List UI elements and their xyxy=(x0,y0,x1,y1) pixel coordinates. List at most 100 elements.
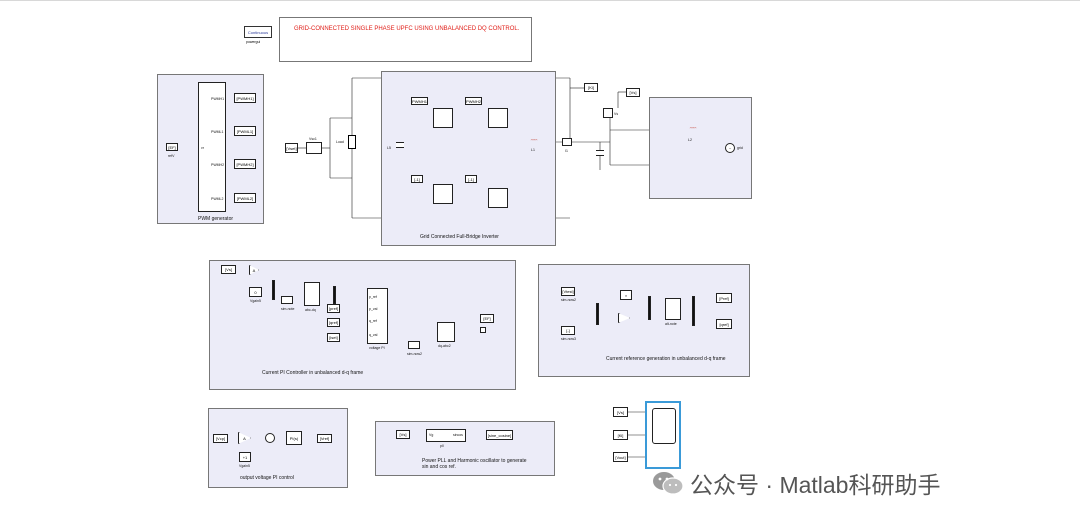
goto-pwmh2[interactable]: [PWMH2] xyxy=(234,159,256,169)
dq-abc-label: dq-abc2 xyxy=(438,344,451,348)
grid-source-icon[interactable]: ~ xyxy=(725,143,735,153)
voltage-pi-label: voltage PI xyxy=(369,346,385,350)
mosfet-lower-left-icon[interactable] xyxy=(433,184,453,204)
pi-terminator[interactable] xyxy=(480,327,486,333)
ref-neg-tag[interactable]: [-] xyxy=(561,326,575,335)
ki-tag[interactable]: [Ki] xyxy=(584,83,598,92)
ref-mux-2[interactable] xyxy=(648,296,651,320)
powergui-label: powergui xyxy=(246,40,261,44)
pi-demux[interactable] xyxy=(333,286,336,304)
ref-dq-block[interactable] xyxy=(665,298,681,320)
volt-area-label: output voltage PI control xyxy=(240,475,294,481)
pll-block[interactable]: Vg sincos xyxy=(426,429,466,442)
pi-vs-tag[interactable]: [Vs] xyxy=(221,265,236,274)
current-meter-block[interactable] xyxy=(562,138,572,146)
pwm-input-label: refV xyxy=(168,154,175,158)
pll-out-tag[interactable]: [sine_cosine] xyxy=(486,430,513,440)
volt-const-block[interactable]: +1 xyxy=(239,452,251,462)
scope-vs-tag[interactable]: [Vs] xyxy=(613,407,628,417)
pi-mux-1[interactable] xyxy=(272,280,275,300)
voltage-meter-block[interactable] xyxy=(603,108,613,118)
ref-vtest-tag[interactable]: [Vtest] xyxy=(561,287,575,296)
vs-label: Vs xyxy=(614,112,619,116)
title-annotation-box: GRID-CONNECTED SINGLE PHASE UPFC USING U… xyxy=(279,17,532,62)
from-pwmh2[interactable]: [PWMH2] xyxy=(465,97,482,105)
voltage-pi-block[interactable]: p_ref p_val q_ref q_val xyxy=(367,288,388,344)
abc-dq-block[interactable] xyxy=(304,282,320,306)
watermark: 公众号 · Matlab科研助手 xyxy=(652,466,940,500)
pwm-area-label: PWM generator xyxy=(198,216,234,222)
scope-ki-tag[interactable]: [Ki] xyxy=(613,430,628,440)
current-ref-area[interactable]: Current reference generation in unbalanc… xyxy=(538,264,750,377)
pi-port-3: q_ref xyxy=(369,319,377,323)
mosfet-upper-right-icon[interactable] xyxy=(488,108,508,128)
pwm-gen-port-2: PWML1 xyxy=(211,130,224,134)
current-pi-area[interactable]: Current PI Controller in unbalanced d-q … xyxy=(209,260,516,390)
ref-pref-tag[interactable]: [Pref] xyxy=(716,293,732,303)
pll-vs-tag[interactable]: [Vs] xyxy=(396,430,410,439)
pi-const-block[interactable]: 0 xyxy=(249,287,262,297)
abc-dq-label: abc-dq xyxy=(305,308,316,312)
inductor-l1-icon[interactable]: ᵔᵔᵔ xyxy=(530,139,538,145)
goto-pwmh1[interactable]: [PWMH1] xyxy=(234,93,256,103)
ref-demux[interactable] xyxy=(692,296,695,326)
voltage-pi-area[interactable]: output voltage PI control xyxy=(208,408,348,488)
pll-area-label: Power PLL and Harmonic oscillator to gen… xyxy=(422,458,527,470)
goto-pwml2[interactable]: [PWML2] xyxy=(234,193,256,203)
ref-qref-tag[interactable]: [qref] xyxy=(716,319,732,329)
voltage-source-block[interactable] xyxy=(306,142,322,154)
capacitor-label: L5 xyxy=(387,146,391,150)
goto-pwml1[interactable]: [PWML1] xyxy=(234,126,256,136)
from-const-2[interactable]: [-1] xyxy=(465,175,477,183)
ref-sub-label-1: sim-now2 xyxy=(561,298,576,302)
vs-tag[interactable]: [Vs] xyxy=(626,88,640,97)
pi-neg-block-2[interactable] xyxy=(408,341,420,349)
volt-sub-label: Vgain5 xyxy=(239,464,250,468)
pwm-generator-block[interactable]: vr PWMH1 PWML1 PWMH2 PWML2 xyxy=(198,82,226,212)
i1-label: I1 xyxy=(565,149,568,153)
mosfet-upper-left-icon[interactable] xyxy=(433,108,453,128)
mosfet-lower-right-icon[interactable] xyxy=(488,188,508,208)
grid-capacitor-icon[interactable] xyxy=(596,150,604,156)
pi-qref-tag[interactable]: [qref] xyxy=(327,318,340,327)
scope-screen xyxy=(652,408,676,444)
pwm-gen-port-3: PWMH2 xyxy=(211,163,225,167)
inverter-area-label: Grid Connected Full-Bridge Inverter xyxy=(420,234,499,240)
pi-neg-block[interactable] xyxy=(281,296,293,304)
pwm-gen-port-4: PWML2 xyxy=(211,197,224,201)
pi-iset-tag[interactable]: [iset] xyxy=(327,333,340,342)
scope-vout-tag[interactable]: [Vout] xyxy=(613,452,628,462)
inductor-l2-icon[interactable]: ᵔᵔᵔ xyxy=(689,127,697,133)
ref-product-block[interactable]: × xyxy=(620,290,632,300)
pll-port-out: sincos xyxy=(453,433,463,437)
scope-block[interactable] xyxy=(645,401,681,469)
capacitor-icon[interactable] xyxy=(396,142,404,148)
volt-pi-block[interactable]: PI(s) xyxy=(286,431,302,445)
dq-abc-block[interactable] xyxy=(437,322,455,342)
from-pwmh1[interactable]: [PWMH1] xyxy=(411,97,428,105)
wechat-icon xyxy=(652,470,684,496)
pi-sub-label-1: Vgain5 xyxy=(250,299,261,303)
pi-port-4: q_val xyxy=(369,333,378,337)
pi-sub-label-3: sim-now2 xyxy=(407,352,422,356)
volt-sum-block[interactable] xyxy=(265,433,275,443)
pi-area-label: Current PI Controller in unbalanced d-q … xyxy=(262,370,364,376)
vdc-tag[interactable]: [Vset] xyxy=(285,143,298,153)
ref-area-label: Current reference generation in unbalanc… xyxy=(606,356,726,362)
from-const-1[interactable]: [-1] xyxy=(411,175,423,183)
ref-sub-label-3: alt-note xyxy=(665,322,677,326)
pi-port-2: p_val xyxy=(369,307,378,311)
watermark-text: 公众号 · Matlab科研助手 xyxy=(690,472,941,498)
ref-mux-1[interactable] xyxy=(596,303,599,325)
pi-ef-tag[interactable]: [EF] xyxy=(480,314,494,323)
load-resistor-icon[interactable] xyxy=(348,135,356,149)
pi-pref-tag[interactable]: [pref] xyxy=(327,304,340,313)
volt-vcp-tag[interactable]: [Vcp] xyxy=(213,434,228,443)
powergui-block[interactable]: Continuous xyxy=(244,26,272,38)
model-title: GRID-CONNECTED SINGLE PHASE UPFC USING U… xyxy=(294,26,520,32)
pwm-input-tag[interactable]: [EF] xyxy=(166,143,178,151)
pll-block-label: pll xyxy=(440,444,444,448)
pwm-gen-port-1: PWMH1 xyxy=(211,97,225,101)
volt-vref-tag[interactable]: [Vref] xyxy=(317,434,332,443)
pll-port-in: Vg xyxy=(429,433,434,437)
